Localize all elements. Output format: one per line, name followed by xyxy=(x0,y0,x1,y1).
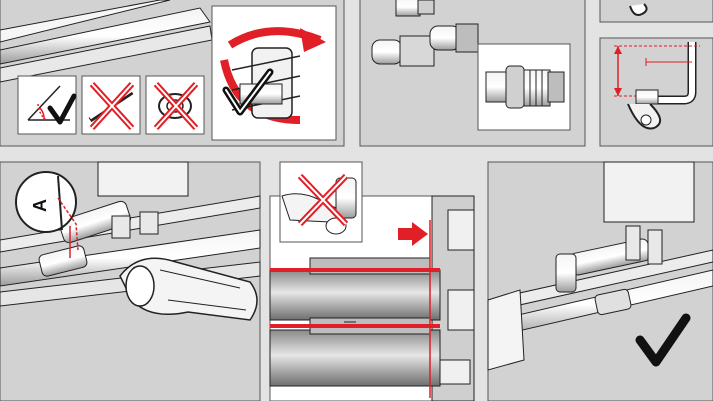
panel-angle-tool-install: A xyxy=(0,161,261,401)
press-tool xyxy=(119,257,258,321)
panel-insertion-section xyxy=(269,161,475,401)
pipe-cut-wrong-box xyxy=(81,75,141,135)
check-icon xyxy=(635,313,691,367)
cistern xyxy=(603,161,695,223)
deburr-tool-box xyxy=(211,5,337,141)
fitting-pair xyxy=(371,23,479,67)
pipe-cut-wrong-box-2 xyxy=(145,75,205,135)
panel-fittings-closeup xyxy=(359,0,586,147)
wrong-hand-sketch xyxy=(281,173,357,235)
panel-cut-pipe-angle xyxy=(0,0,345,147)
cistern-base xyxy=(97,161,189,197)
arrow-icon xyxy=(398,222,428,246)
compression-fitting xyxy=(485,65,565,109)
panel-final-assembly xyxy=(487,161,713,401)
measure-dimension xyxy=(614,45,700,97)
assembled-fittings xyxy=(555,225,663,316)
elbow-fitting xyxy=(627,89,661,130)
pipe-pair xyxy=(0,0,213,83)
inserted-pipe xyxy=(269,257,441,387)
fitting-top xyxy=(395,0,435,17)
angle-label: A xyxy=(30,199,50,212)
angle-magnifier: A xyxy=(15,171,79,251)
panel-height-measure xyxy=(599,37,713,147)
panel-top-right-small xyxy=(599,0,713,23)
check-icon xyxy=(47,93,77,125)
press-jaw xyxy=(487,289,525,371)
angle-correct-box xyxy=(17,75,77,135)
